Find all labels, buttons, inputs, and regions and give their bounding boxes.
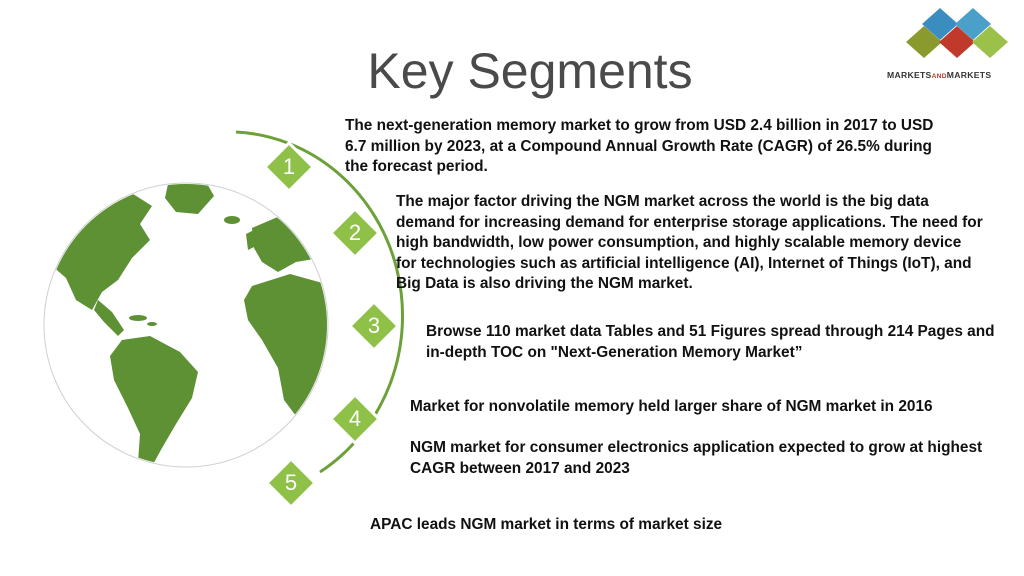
logo-diamond-teal	[955, 8, 991, 40]
logo-diamond-green	[972, 26, 1008, 58]
badge-number-1: 1	[282, 154, 296, 179]
segment-text-6: APAC leads NGM market in terms of market…	[370, 516, 723, 533]
segment-text-2: The major factor driving the NGM market …	[396, 193, 983, 292]
segment-text-3: Browse 110 market data Tables and 51 Fig…	[426, 323, 995, 361]
badge-4	[328, 392, 382, 446]
logo-diamond-red	[939, 26, 975, 58]
logo-wordmark: MARKETSANDMARKETS	[887, 70, 992, 80]
badge-5	[264, 456, 318, 510]
badge-number-3: 3	[367, 313, 381, 338]
badge-1	[262, 140, 316, 194]
markets-and-markets-logo	[906, 8, 1008, 58]
segment-text-1: The next-generation memory market to gro…	[345, 117, 934, 175]
badge-number-4: 4	[348, 406, 362, 431]
page-title: Key Segments	[367, 43, 693, 99]
badge-2	[328, 206, 382, 260]
badge-number-5: 5	[284, 470, 298, 495]
segment-text-4: Market for nonvolatile memory held large…	[410, 398, 933, 415]
logo-diamond-olive	[906, 26, 942, 58]
segment-text-5: NGM market for consumer electronics appl…	[410, 439, 983, 477]
badge-3	[347, 299, 401, 353]
badge-number-2: 2	[348, 220, 362, 245]
globe-icon	[43, 182, 329, 468]
logo-diamond-blue	[922, 8, 958, 40]
